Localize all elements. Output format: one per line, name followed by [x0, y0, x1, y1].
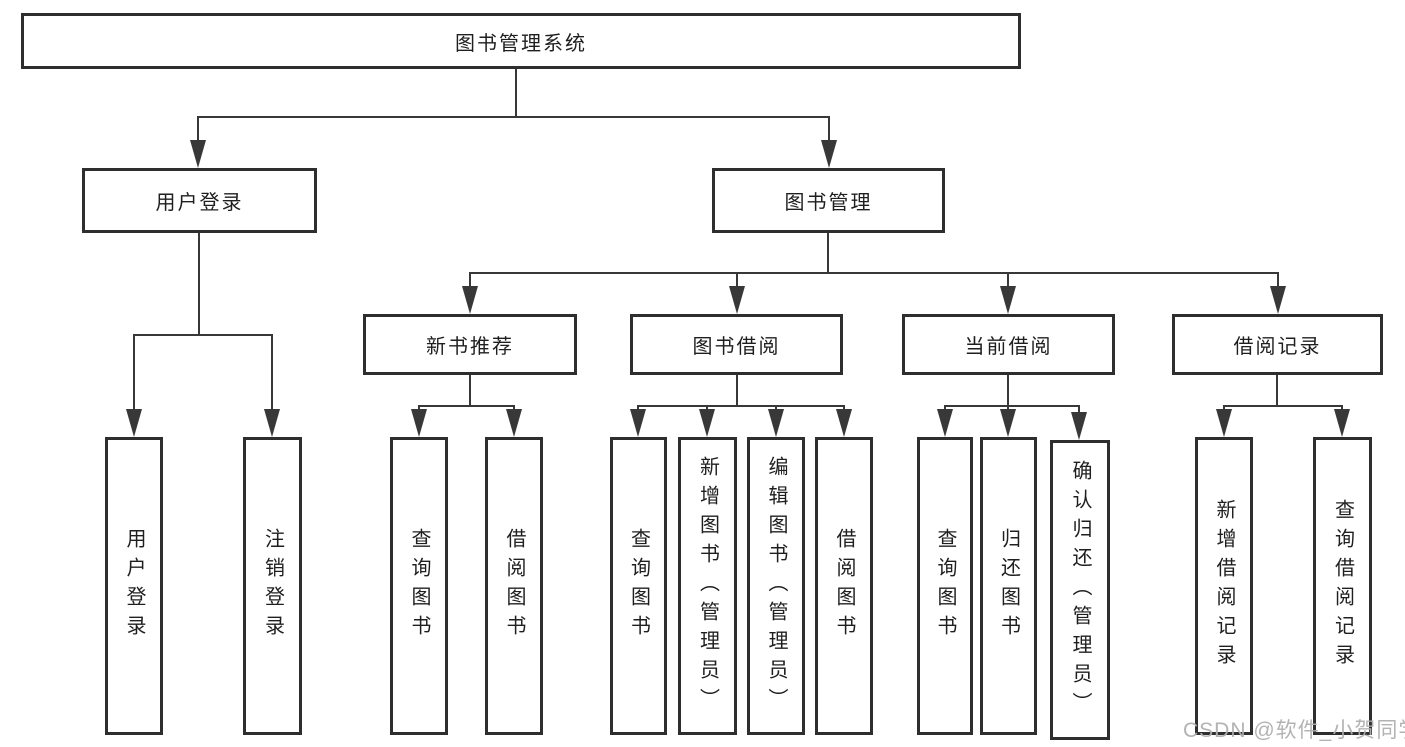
node-user-login: 用户登录	[82, 168, 317, 233]
connector	[637, 405, 844, 407]
connector	[133, 334, 273, 336]
leaf-borrow-books-recommend: 借阅图书	[485, 437, 543, 735]
arrow-down-icon	[126, 409, 142, 437]
arrow-down-icon	[190, 140, 206, 168]
connector	[1277, 272, 1279, 288]
connector	[418, 405, 515, 407]
connector	[469, 272, 471, 288]
arrow-down-icon	[768, 409, 784, 437]
arrow-down-icon	[1216, 409, 1232, 437]
connector	[1007, 272, 1009, 288]
connector	[198, 233, 200, 336]
leaf-add-borrow-record: 新增借阅记录	[1195, 437, 1253, 735]
connector	[271, 334, 273, 411]
leaf-borrow-books: 借阅图书	[815, 437, 873, 735]
leaf-user-login: 用户登录	[105, 437, 163, 735]
csdn-watermark: CSDN @软件_小贺同学	[1183, 719, 1405, 742]
connector	[736, 375, 738, 407]
connector	[1007, 375, 1009, 407]
connector	[1078, 405, 1080, 415]
arrow-down-icon	[1000, 286, 1016, 314]
connector	[515, 69, 517, 117]
arrow-down-icon	[1071, 412, 1087, 440]
node-root-library-system: 图书管理系统	[21, 13, 1021, 69]
arrow-down-icon	[1000, 409, 1016, 437]
arrow-down-icon	[462, 286, 478, 314]
connector	[944, 405, 1079, 407]
node-current-borrow: 当前借阅	[902, 314, 1115, 375]
leaf-query-books-current: 查询图书	[917, 437, 973, 735]
arrow-down-icon	[1334, 409, 1350, 437]
connector	[133, 334, 135, 411]
arrow-down-icon	[836, 409, 852, 437]
connector	[1223, 405, 1343, 407]
leaf-return-books: 归还图书	[980, 437, 1037, 735]
leaf-query-borrow-record: 查询借阅记录	[1313, 437, 1372, 735]
leaf-query-books-borrow: 查询图书	[610, 437, 667, 735]
arrow-down-icon	[699, 409, 715, 437]
node-new-book-recommend: 新书推荐	[363, 314, 577, 375]
connector	[736, 272, 738, 288]
arrow-down-icon	[729, 286, 745, 314]
leaf-add-books-admin: 新增图书（管理员）	[678, 437, 737, 735]
connector	[469, 375, 471, 407]
connector	[469, 272, 1279, 274]
arrow-down-icon	[630, 409, 646, 437]
connector	[197, 116, 199, 142]
leaf-logout: 注销登录	[243, 437, 302, 735]
leaf-edit-books-admin: 编辑图书（管理员）	[747, 437, 805, 735]
arrow-down-icon	[506, 409, 522, 437]
connector	[1276, 375, 1278, 407]
connector	[197, 116, 830, 118]
connector	[827, 233, 829, 274]
leaf-confirm-return-admin: 确认归还（管理员）	[1050, 440, 1110, 740]
node-book-management: 图书管理	[712, 168, 945, 233]
connector	[828, 116, 830, 142]
arrow-down-icon	[821, 140, 837, 168]
node-borrow-record: 借阅记录	[1172, 314, 1383, 375]
arrow-down-icon	[1270, 286, 1286, 314]
leaf-query-books-recommend: 查询图书	[390, 437, 448, 735]
arrow-down-icon	[411, 409, 427, 437]
node-book-borrow: 图书借阅	[630, 314, 843, 375]
arrow-down-icon	[264, 409, 280, 437]
arrow-down-icon	[937, 409, 953, 437]
